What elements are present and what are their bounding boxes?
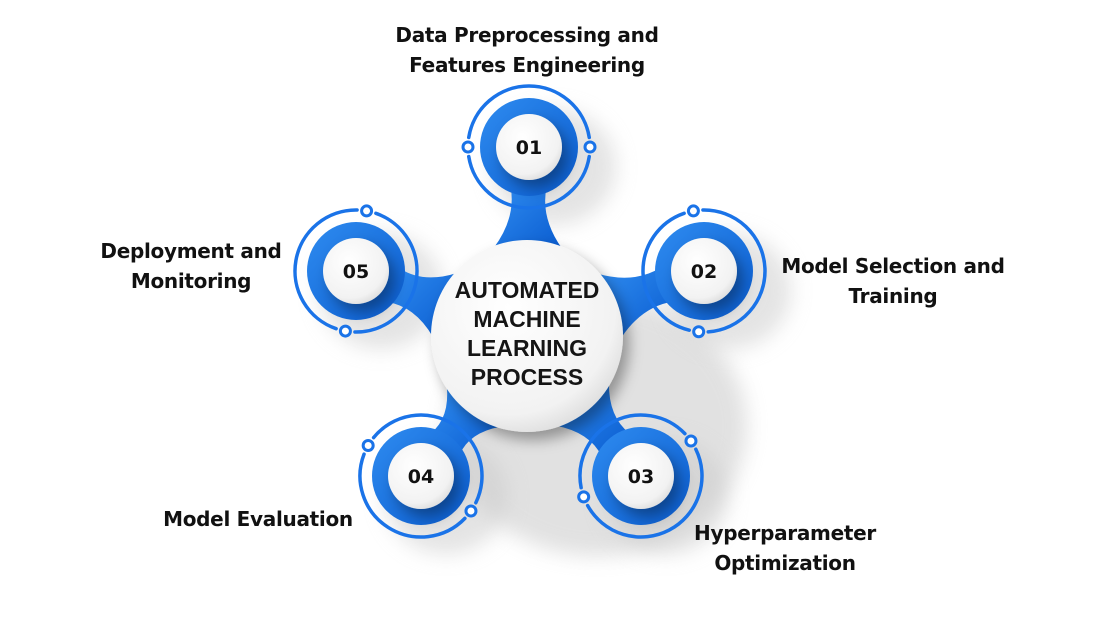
outer-ring-arc <box>467 154 591 210</box>
ring-pin-dot <box>686 204 700 218</box>
step-number: 03 <box>628 466 654 488</box>
ring-pin-dot <box>583 140 597 154</box>
step-05-label-line: Deployment and <box>100 239 282 263</box>
step-number: 02 <box>691 261 717 283</box>
step-03-label-line: Hyperparameter <box>694 521 876 545</box>
step-02-label: Model Selection and Training <box>768 251 1018 311</box>
step-02-label-line: Model Selection and <box>781 254 1005 278</box>
center-title-line: PROCESS <box>470 364 584 390</box>
outer-ring-arc <box>353 211 419 334</box>
outer-ring-arc <box>293 208 359 331</box>
outer-ring-arc <box>467 84 591 140</box>
step-04-label-line: Model Evaluation <box>163 507 353 531</box>
connector-stem <box>493 186 562 249</box>
ring-pin-dot <box>577 490 591 504</box>
step-05-label-line: Monitoring <box>130 269 252 293</box>
outer-ring-arc <box>358 452 467 539</box>
step-node-01: 01 <box>461 84 597 210</box>
node-inner-disk <box>496 114 562 180</box>
ring-pin-dot <box>338 324 352 338</box>
step-number: 04 <box>408 466 434 488</box>
node-inner-disk <box>608 443 674 509</box>
step-node-02: 02 <box>641 204 767 339</box>
outer-ring-arc <box>701 208 767 334</box>
connector-stem <box>386 268 457 337</box>
step-node-04: 04 <box>358 413 484 539</box>
step-03-label: Hyperparameter Optimization <box>680 518 890 578</box>
step-01-label-line: Features Engineering <box>409 53 645 77</box>
center-title-line: LEARNING <box>466 335 588 361</box>
ring-pin-dot <box>361 439 375 452</box>
node-inner-disk <box>671 238 737 304</box>
outer-ring-arc <box>641 211 691 332</box>
outer-ring-arc <box>578 413 687 490</box>
ring-pin-dot <box>684 434 698 448</box>
step-node-03: 03 <box>577 413 704 539</box>
step-01-label: Data Preprocessing and Features Engineer… <box>372 20 682 80</box>
step-02-label-line: Training <box>848 284 938 308</box>
step-01-label-line: Data Preprocessing and <box>395 23 659 47</box>
step-05-label: Deployment and Monitoring <box>86 236 296 296</box>
center-title-line: AUTOMATED <box>454 277 600 303</box>
node-inner-disk <box>388 443 454 509</box>
outer-ring-arc <box>585 447 704 539</box>
center-title-line: MACHINE <box>473 306 581 332</box>
ring-pin-dot <box>461 140 475 154</box>
step-number: 01 <box>516 137 542 159</box>
center-title: AUTOMATED MACHINE LEARNING PROCESS <box>432 276 622 392</box>
ring-pin-dot <box>692 325 706 339</box>
ring-pin-dot <box>464 504 478 518</box>
step-node-05: 05 <box>293 204 419 338</box>
step-number: 05 <box>343 261 369 283</box>
center-circle <box>431 240 623 432</box>
step-03-label-line: Optimization <box>714 551 856 575</box>
outer-ring-arc <box>371 413 484 505</box>
step-04-label: Model Evaluation <box>150 504 366 534</box>
ring-pin-dot <box>360 204 374 218</box>
node-inner-disk <box>323 238 389 304</box>
